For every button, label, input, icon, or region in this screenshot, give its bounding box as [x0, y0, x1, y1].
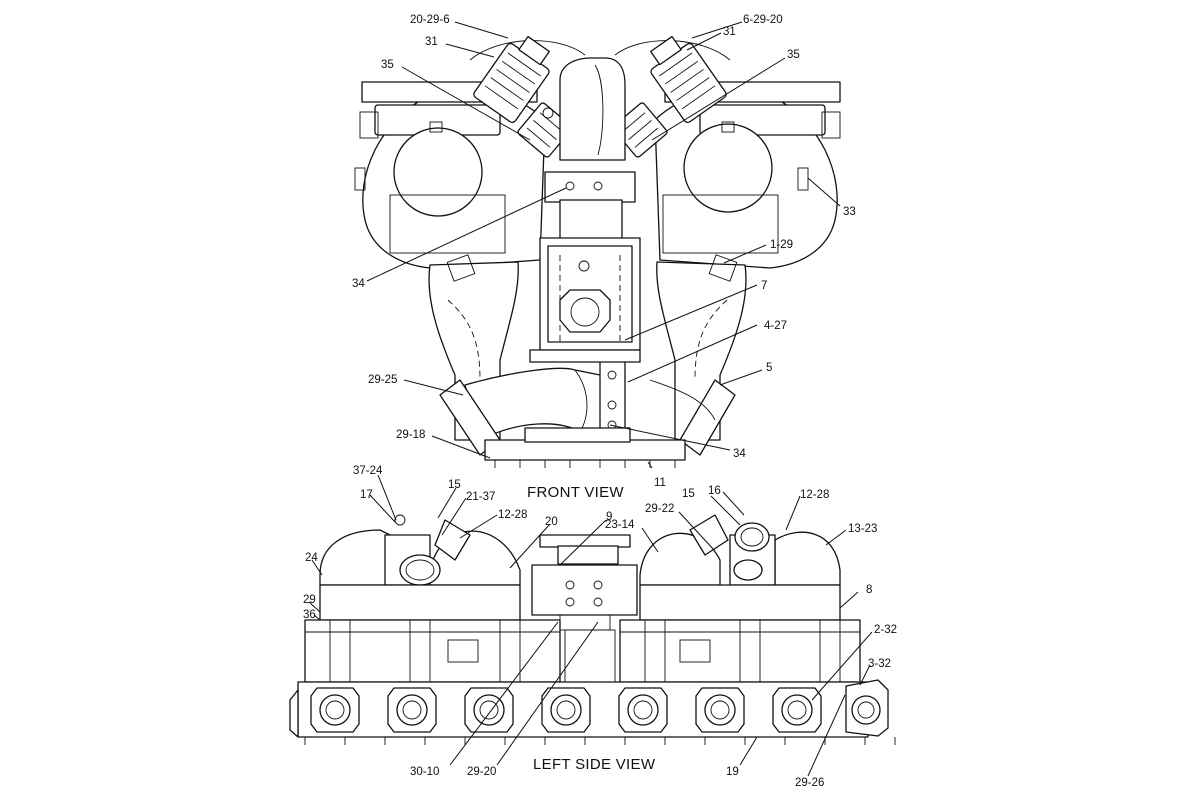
callout-15-left: 15: [448, 479, 461, 491]
callout-20-29-6: 20-29-6: [410, 14, 450, 26]
callout-21-37: 21-37: [466, 491, 495, 503]
callout-19: 19: [726, 766, 739, 778]
callout-11: 11: [654, 477, 666, 489]
callout-8: 8: [866, 584, 872, 596]
callout-23-14: 23-14: [605, 519, 635, 531]
left-side-view-assembly: [289, 514, 896, 745]
leader-lines: [308, 21, 873, 777]
callout-37-24: 37-24: [353, 465, 383, 477]
callout-7: 7: [761, 280, 767, 292]
callout-20: 20: [545, 516, 558, 528]
callout-29-22: 29-22: [645, 503, 674, 515]
callout-36: 36: [303, 609, 316, 621]
callout-24: 24: [305, 552, 318, 564]
callout-35-left: 35: [381, 59, 394, 71]
callout-33: 33: [843, 206, 856, 218]
front-view-assembly: [354, 35, 841, 468]
callout-29-20: 29-20: [467, 766, 496, 778]
callout-1-29: 1-29: [770, 239, 793, 251]
front-view-callouts: 20-29-6 6-29-20 31 31 35 35 33 34 1-29 7…: [352, 14, 856, 489]
callout-2-32: 2-32: [874, 624, 897, 636]
callout-35-right: 35: [787, 49, 800, 61]
callout-29-26: 29-26: [795, 777, 824, 789]
callout-12-28-right: 12-28: [800, 489, 829, 501]
callout-17: 17: [360, 489, 373, 501]
callout-15-right: 15: [682, 488, 695, 500]
callout-29: 29: [303, 594, 316, 606]
callout-12-28-left: 12-28: [498, 509, 527, 521]
callout-30-10: 30-10: [410, 766, 439, 778]
left-side-view-title: LEFT SIDE VIEW: [533, 756, 656, 773]
callout-29-18: 29-18: [396, 429, 425, 441]
callout-31-left: 31: [425, 36, 438, 48]
callout-34-lower: 34: [733, 448, 746, 460]
callout-5: 5: [766, 362, 772, 374]
callout-13-23: 13-23: [848, 523, 877, 535]
callout-31-right: 31: [723, 26, 736, 38]
callout-29-25: 29-25: [368, 374, 397, 386]
callout-16: 16: [708, 485, 721, 497]
front-view-title: FRONT VIEW: [527, 484, 624, 501]
callout-4-27: 4-27: [764, 320, 787, 332]
callout-6-29-20: 6-29-20: [743, 14, 783, 26]
port-flanges: [310, 679, 889, 737]
callout-34-upper: 34: [352, 278, 365, 290]
side-view-callouts: 37-24 17 15 21-37 12-28 20 9 23-14 29-22…: [303, 465, 897, 789]
callout-9: 9: [606, 511, 612, 523]
callout-3-32: 3-32: [868, 658, 891, 670]
